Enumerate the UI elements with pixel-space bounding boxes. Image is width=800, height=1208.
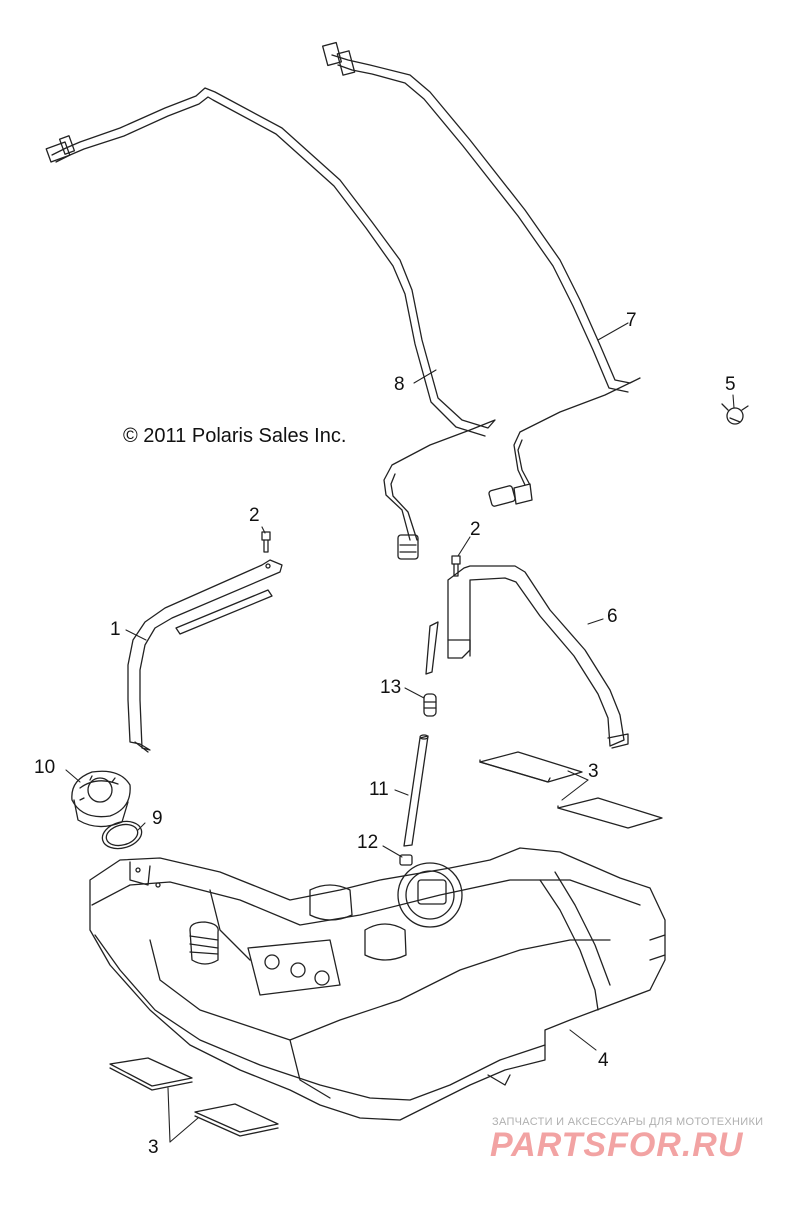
tube-11 [403, 734, 429, 847]
callout-2b: 2 [470, 519, 481, 540]
leader-lines [65, 322, 735, 1143]
callout-6: 6 [607, 606, 618, 627]
bolt-2a [261, 531, 271, 553]
fuel-cap-10 [71, 770, 131, 828]
fuel-tank-4 [89, 847, 666, 1121]
callout-13: 13 [380, 677, 402, 698]
fitting-12 [399, 854, 413, 866]
callout-3a: 3 [588, 761, 599, 782]
callout-7: 7 [626, 310, 637, 331]
callout-4: 4 [598, 1050, 609, 1071]
clip-5 [721, 403, 749, 425]
callout-2a: 2 [249, 505, 260, 526]
watermark-tagline: ЗАПЧАСТИ И АКСЕССУАРЫ ДЛЯ МОТОТЕХНИКИ [492, 1116, 764, 1128]
callout-1: 1 [110, 619, 121, 640]
callout-11: 11 [369, 779, 389, 800]
vent-hose-7 [322, 41, 641, 507]
copyright-text: © 2011 Polaris Sales Inc. [123, 425, 347, 447]
callout-8: 8 [394, 374, 405, 395]
bolt-2b [451, 555, 461, 577]
gasket-9 [101, 820, 143, 850]
callout-5: 5 [725, 374, 736, 395]
vent-hose-8 [45, 87, 496, 560]
pad-3-left [109, 1057, 279, 1137]
strap-6 [447, 565, 629, 749]
grommet-13 [423, 621, 439, 717]
callout-9: 9 [152, 808, 163, 829]
callout-12: 12 [357, 832, 379, 853]
strap-1 [127, 559, 283, 753]
callout-3b: 3 [148, 1137, 159, 1158]
watermark-logo: PARTSFOR.RU [490, 1126, 744, 1164]
pad-3-right [479, 751, 663, 829]
callout-10: 10 [34, 757, 56, 778]
